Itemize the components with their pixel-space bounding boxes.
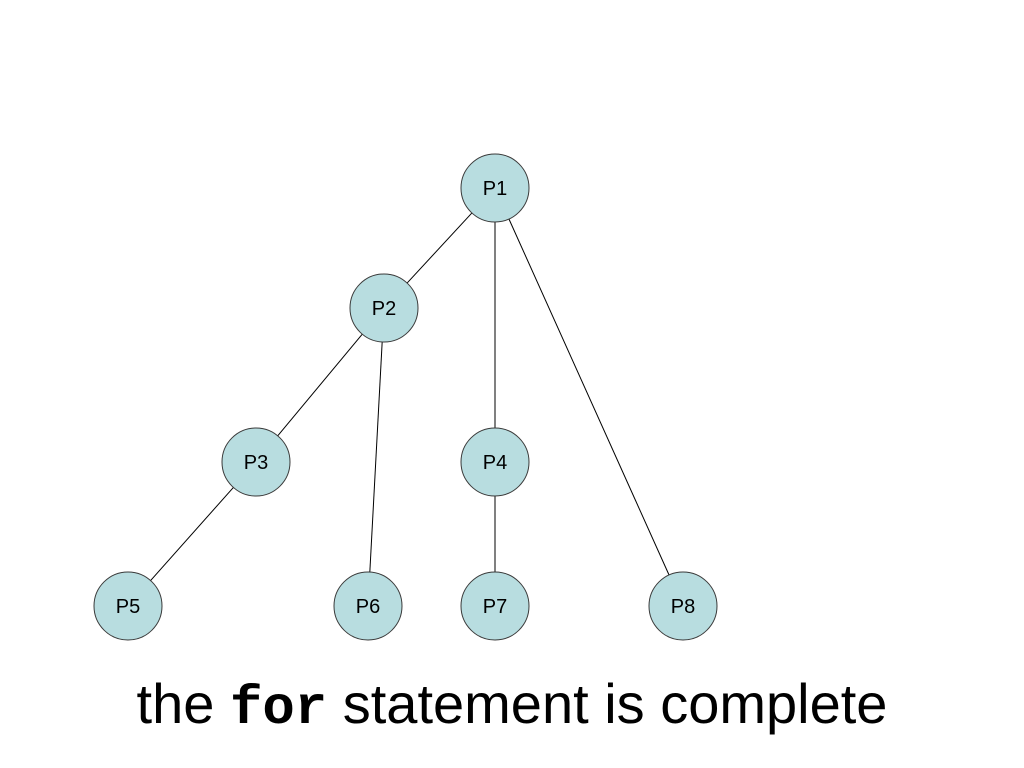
node-p6: P6 [333,571,403,641]
node-circle [460,427,530,497]
edge-p1-p8 [508,218,670,576]
node-circle [648,571,718,641]
node-label: P5 [116,596,140,618]
tree-edges [150,212,670,581]
node-label: P6 [356,596,380,618]
node-p7: P7 [460,571,530,641]
node-p4: P4 [460,427,530,497]
caption-text-after: statement is complete [342,672,888,735]
node-circle [221,427,291,497]
node-circle [460,571,530,641]
node-label: P8 [671,596,695,618]
node-p5: P5 [93,571,163,641]
node-label: P3 [244,452,268,474]
node-circle [349,273,419,343]
node-circle [460,153,530,223]
edge-p2-p6 [369,341,383,573]
node-p2: P2 [349,273,419,343]
node-p1: P1 [460,153,530,223]
caption-keyword: for [229,679,328,740]
node-label: P2 [372,298,396,320]
node-circle [333,571,403,641]
node-label: P1 [483,178,507,200]
node-p3: P3 [221,427,291,497]
edge-p3-p5 [150,487,234,581]
caption: the for statement is complete [0,668,1024,746]
edge-p2-p3 [277,333,363,437]
node-label: P7 [483,596,507,618]
edge-p1-p2 [406,212,473,284]
caption-text-before: the [136,672,215,735]
node-label: P4 [483,452,507,474]
node-p8: P8 [648,571,718,641]
node-circle [93,571,163,641]
